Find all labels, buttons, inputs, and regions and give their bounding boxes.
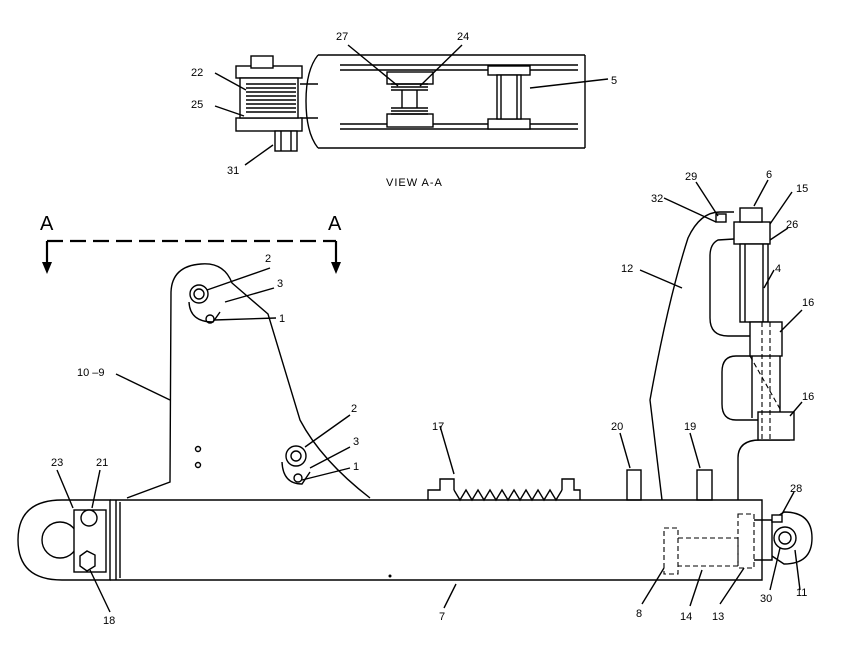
callout-11: 11 [796,587,807,599]
section-letter-left: A [40,213,54,235]
view-caption: VIEW A-A [386,177,443,189]
callout-5: 5 [611,75,617,87]
section-line [42,239,341,274]
callout-16-lower: 16 [802,391,814,403]
callout-21: 21 [96,457,108,469]
callout-30: 30 [760,593,772,605]
rack-gear [427,478,581,502]
section-letter-right: A [328,213,342,235]
rod-eye-left [17,499,111,581]
callout-17: 17 [432,421,444,433]
disc-spring-stack [246,83,296,113]
callout-25: 25 [191,99,203,111]
callout-15: 15 [796,183,808,195]
callout-20: 20 [611,421,623,433]
mounting-plate [126,263,371,499]
callout-32: 32 [651,193,663,205]
callout-8: 8 [636,608,642,620]
view-a-a-detail [235,54,586,152]
main-tube [110,499,763,581]
callout-22: 22 [191,67,203,79]
rod-eye-right [771,511,813,565]
callout-2-lower: 2 [351,403,357,415]
callout-10-9: 10 –9 [77,367,105,379]
callout-13: 13 [712,611,724,623]
callout-7: 7 [439,611,445,623]
callout-3-lower: 3 [353,436,359,448]
callout-16-upper: 16 [802,297,814,309]
pin-stack [715,207,795,441]
block-20 [626,469,642,501]
callout-19: 19 [684,421,696,433]
callout-26: 26 [786,219,798,231]
callout-2-upper: 2 [265,253,271,265]
callout-4: 4 [775,263,781,275]
callout-1-upper: 1 [279,313,285,325]
leader-lines [56,44,803,613]
callout-3-upper: 3 [277,278,283,290]
callout-27: 27 [336,31,348,43]
callout-31: 31 [227,165,239,177]
callout-18: 18 [103,615,115,627]
callout-14: 14 [680,611,692,623]
callout-28: 28 [790,483,802,495]
callout-6: 6 [766,169,772,181]
spring-cylinder [663,513,773,575]
block-19 [696,469,713,501]
callout-1-lower: 1 [353,461,359,473]
callout-12: 12 [621,263,633,275]
callout-24: 24 [457,31,469,43]
callout-23: 23 [51,457,63,469]
callout-29: 29 [685,171,697,183]
